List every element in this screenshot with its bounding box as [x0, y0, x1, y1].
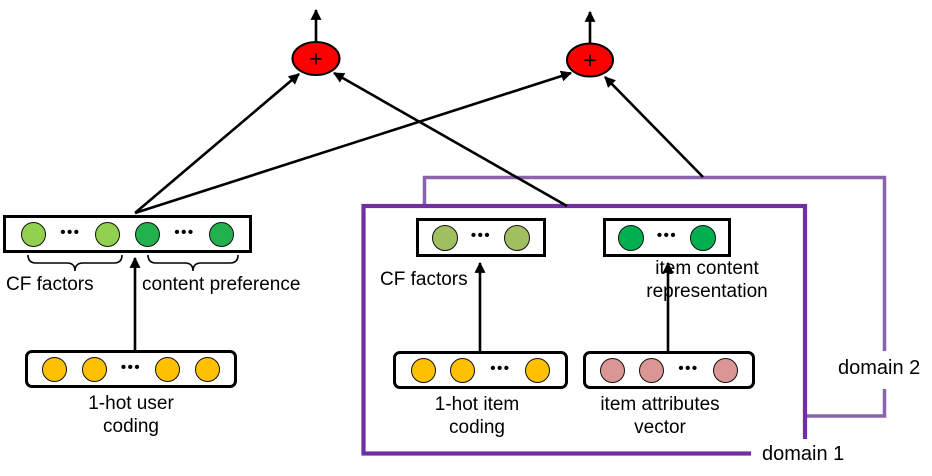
item-cf-circle [431, 224, 458, 251]
item-cf-circle [504, 224, 531, 251]
edge-domain1-items-to-left-sum [333, 71, 568, 208]
item-attribute-circle [712, 357, 738, 383]
item-content-label-line2: representation [646, 281, 768, 302]
ellipsis-dots: ••• [174, 223, 195, 241]
right-sum-node [566, 42, 614, 78]
ellipsis-dots: ••• [490, 359, 511, 377]
edge-user-to-right-sum [134, 70, 573, 215]
user-content-underbrace [147, 254, 239, 272]
user-cf-circle [20, 221, 46, 247]
one-hot-circle [194, 356, 220, 382]
one-hot-circle [525, 357, 551, 383]
user-cf-label: CF factors [6, 274, 94, 295]
domain2-label-gap [833, 351, 932, 389]
ellipsis-dots: ••• [470, 227, 492, 244]
right-sum-plus-icon: + [583, 47, 596, 73]
left-sum-node [291, 41, 341, 76]
edge-domain2-items-to-right-sum [604, 76, 704, 178]
user-content-preference-label: content preference [142, 274, 301, 295]
user-latent-vector-box: ••• ••• [3, 215, 252, 253]
item-onehot-box: ••• [393, 351, 568, 389]
user-input-label-line1: 1-hot user [88, 393, 174, 414]
item-input-label-line1: 1-hot item [434, 394, 520, 415]
user-input-label-line2: coding [103, 416, 159, 437]
ellipsis-dots: ••• [60, 223, 81, 241]
item-content-label-line1: item content [655, 258, 759, 279]
edge-user-to-left-sum [134, 73, 300, 214]
ellipsis-dots: ••• [120, 358, 142, 376]
item-attributes-label-line1: item attributes [600, 394, 720, 415]
user-content-circle [134, 221, 160, 247]
left-sum-plus-icon: + [309, 46, 322, 72]
one-hot-circle [410, 357, 436, 383]
ellipsis-dots: ••• [678, 359, 699, 377]
one-hot-circle [155, 356, 181, 382]
domain1-label: domain 1 [762, 443, 845, 465]
item-attributes-label-line2: vector [634, 417, 686, 438]
domain2-label: domain 2 [838, 357, 921, 379]
item-attributes-box: ••• [583, 351, 755, 389]
one-hot-circle [42, 356, 68, 382]
item-cf-label: CF factors [380, 269, 468, 290]
one-hot-circle [81, 356, 107, 382]
user-cf-circle [95, 221, 121, 247]
item-attribute-circle [600, 357, 626, 383]
item-input-label-line2: coding [449, 417, 505, 438]
item-cf-box: ••• [416, 218, 546, 257]
ellipsis-dots: ••• [656, 227, 678, 244]
one-hot-circle [450, 357, 476, 383]
item-content-box: ••• [603, 218, 731, 257]
user-onehot-box: ••• [25, 350, 237, 388]
item-content-circle [689, 224, 716, 251]
item-attribute-circle [639, 357, 665, 383]
domain1-label-gap [751, 439, 932, 476]
user-cf-underbrace [27, 254, 123, 272]
user-content-circle [209, 221, 235, 247]
item-content-circle [618, 224, 645, 251]
